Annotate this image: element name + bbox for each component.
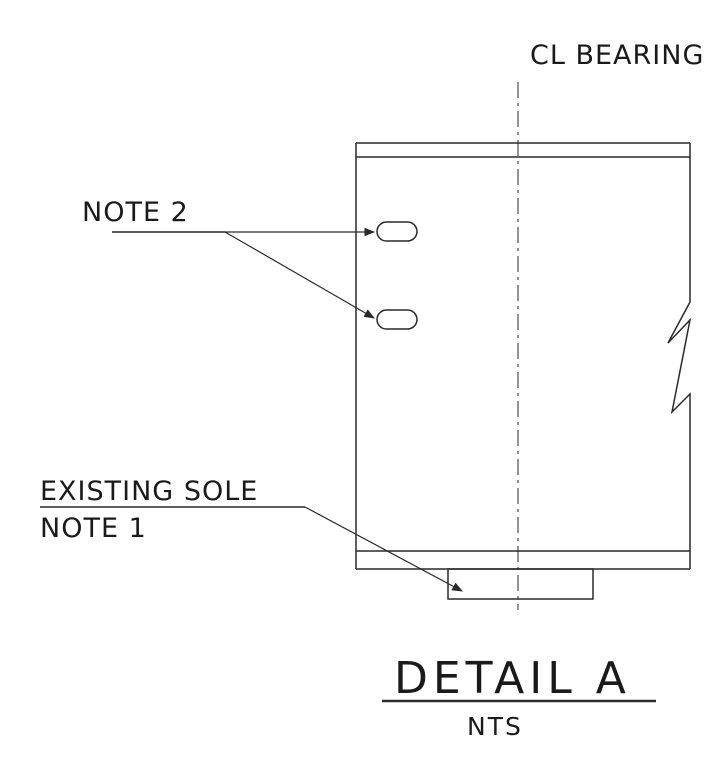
- note2-leader-arrow-lower: [224, 231, 375, 319]
- detail-title: DETAIL A: [394, 653, 631, 704]
- slotted-hole-lower: [376, 309, 418, 330]
- existing-sole-label: EXISTING SOLE: [40, 476, 258, 507]
- note2-label: NOTE 2: [82, 197, 189, 228]
- note1-label: NOTE 1: [40, 513, 147, 544]
- slotted-hole-upper: [376, 221, 418, 242]
- break-line: [667, 143, 692, 569]
- sole-leader-arrow: [304, 506, 463, 592]
- existing-sole-plate: [447, 568, 594, 600]
- centerline-label: CL BEARING: [530, 40, 704, 71]
- scale-label: NTS: [467, 712, 523, 741]
